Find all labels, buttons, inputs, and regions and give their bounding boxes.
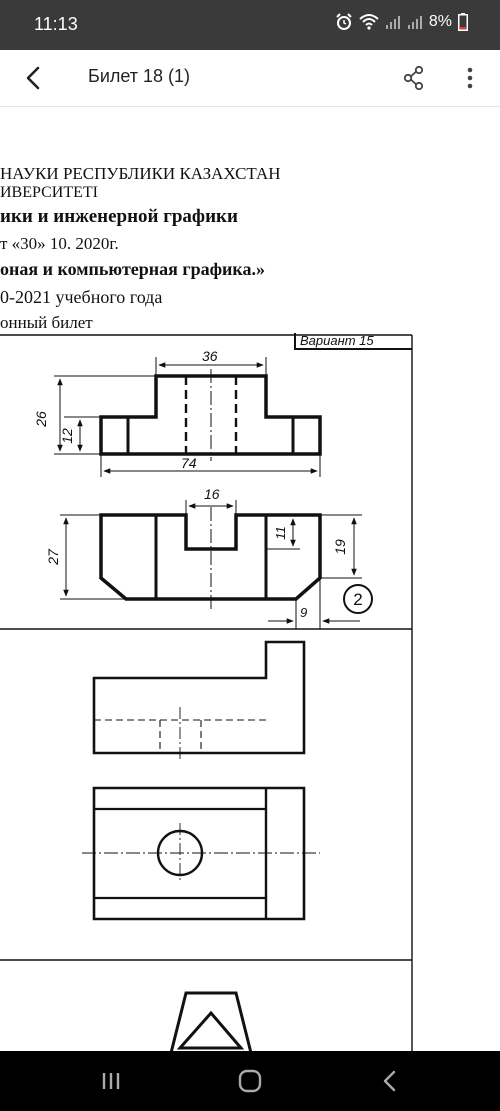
dim-19: 19 <box>332 539 348 555</box>
alarm-icon <box>336 13 352 30</box>
part2-front-view <box>92 640 306 761</box>
recent-apps-button[interactable] <box>95 1065 127 1097</box>
wifi-icon <box>359 14 379 30</box>
share-button[interactable] <box>398 62 430 94</box>
problem-number-circle <box>343 584 373 614</box>
battery-icon <box>458 13 468 31</box>
doc-line-ministry: НАУКИ РЕСПУБЛИКИ КАЗАХСТАН <box>0 164 281 183</box>
dim-36: 36 <box>202 348 218 364</box>
part2-top-view <box>82 786 320 921</box>
dim-74: 74 <box>181 455 197 471</box>
document-title: Билет 18 (1) <box>88 66 191 86</box>
signal-icon-2 <box>407 16 422 29</box>
back-button[interactable] <box>18 62 50 94</box>
more-vert-icon <box>467 67 473 89</box>
part1-front-view <box>54 357 322 477</box>
doc-line-department: ики и инженерной графики <box>0 206 238 227</box>
back-arrow-icon <box>26 66 40 90</box>
variant-label: Вариант 15 <box>300 333 374 348</box>
part1-top-view <box>60 500 362 629</box>
problem-number: 2 <box>353 590 362 609</box>
back-nav-button[interactable] <box>374 1065 406 1097</box>
dim-16: 16 <box>204 486 220 502</box>
technical-drawing: Вариант 15 36 26 12 74 <box>0 333 413 1051</box>
recent-apps-icon <box>102 1073 120 1089</box>
status-time: 11:13 <box>34 14 78 34</box>
app-bar: Билет 18 (1) <box>0 50 500 107</box>
signal-icon <box>385 16 400 29</box>
drawing-frame <box>0 334 413 1051</box>
status-bar: 11:13 8% <box>0 0 500 50</box>
dim-9: 9 <box>300 605 307 620</box>
status-icons: 8% <box>335 13 468 31</box>
doc-line-date: т «30» 10. 2020г. <box>0 234 119 253</box>
dim-11: 11 <box>273 526 288 540</box>
navigation-bar <box>0 1051 500 1111</box>
doc-line-year: 0-2021 учебного года <box>0 287 163 307</box>
dim-26: 26 <box>33 411 49 428</box>
document-viewer[interactable]: НАУКИ РЕСПУБЛИКИ КАЗАХСТАН ИВЕРСИТЕТІ ик… <box>0 107 500 1051</box>
part3-view <box>169 991 253 1051</box>
dim-12: 12 <box>59 428 75 444</box>
doc-line-subject: оная и компьютерная графика.» <box>0 259 265 279</box>
variant-box: Вариант 15 <box>294 333 412 350</box>
dim-27: 27 <box>45 548 61 566</box>
more-options-button[interactable] <box>458 62 482 94</box>
back-nav-icon <box>383 1070 396 1092</box>
doc-line-ticket: онный билет <box>0 313 93 332</box>
battery-percent: 8% <box>428 13 452 30</box>
home-icon <box>238 1069 262 1093</box>
share-icon <box>403 65 424 91</box>
doc-line-university: ИВЕРСИТЕТІ <box>0 184 98 201</box>
home-button[interactable] <box>234 1065 266 1097</box>
